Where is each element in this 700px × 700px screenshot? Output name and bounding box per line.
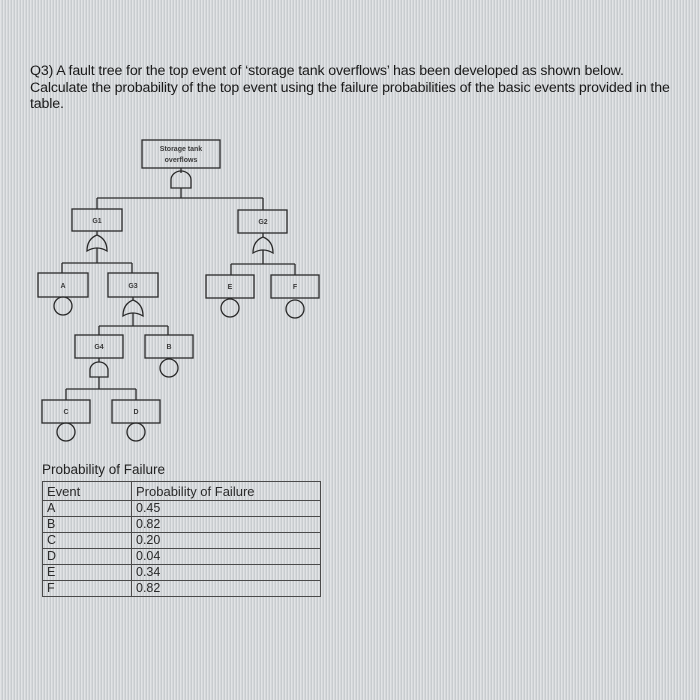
probability-cell: 0.82 (131, 516, 321, 533)
gate-node-g3: G3 (107, 272, 159, 326)
gate-node-g1: G1 (71, 208, 123, 263)
e-label: E (228, 284, 233, 291)
g4-label: G4 (94, 344, 103, 351)
g1-label: G1 (92, 218, 101, 225)
table-header-row: Event Probability of Failure (42, 481, 321, 501)
basic-event-b: B (144, 334, 194, 378)
basic-event-c: C (41, 399, 91, 442)
event-cell: F (42, 580, 132, 597)
basic-event-e: E (205, 274, 255, 318)
f-box (270, 274, 320, 299)
question-text: Q3) A fault tree for the top event of ‘s… (30, 63, 670, 112)
and-gate-icon (170, 170, 192, 189)
top-event-label-line2: overflows (165, 157, 198, 164)
event-cell: E (42, 564, 132, 581)
g2-label: G2 (258, 219, 267, 226)
basic-event-circle-icon (53, 296, 73, 316)
probability-cell: 0.34 (131, 564, 321, 581)
basic-event-circle-icon (56, 422, 76, 442)
basic-event-f: F (270, 274, 320, 319)
probability-cell: 0.20 (131, 532, 321, 549)
table-row: F 0.82 (42, 580, 321, 597)
table-row: A 0.45 (42, 500, 321, 517)
b-label: B (166, 344, 171, 351)
gate-node-g4: G4 (74, 334, 124, 389)
table-row: B 0.82 (42, 516, 321, 533)
basic-event-circle-icon (126, 422, 146, 442)
e-box (205, 274, 255, 299)
table-title: Probability of Failure (42, 462, 166, 477)
c-label: C (63, 409, 68, 416)
probability-cell: 0.04 (131, 548, 321, 565)
basic-event-d: D (111, 399, 161, 442)
basic-event-a: A (37, 272, 89, 316)
header-probability: Probability of Failure (131, 481, 321, 501)
question-text-block: Q3) A fault tree for the top event of ‘s… (30, 63, 680, 113)
b-box (144, 334, 194, 359)
g3-label: G3 (128, 283, 137, 290)
basic-event-circle-icon (285, 299, 305, 319)
event-cell: B (42, 516, 132, 533)
top-event-node: Storage tank overflows (141, 139, 221, 198)
basic-event-circle-icon (220, 298, 240, 318)
header-event: Event (42, 481, 132, 501)
table-row: E 0.34 (42, 564, 321, 581)
basic-event-circle-icon (159, 358, 179, 378)
f-label: F (293, 284, 298, 291)
probability-cell: 0.82 (131, 580, 321, 597)
event-cell: A (42, 500, 132, 517)
gate-node-g2: G2 (237, 209, 288, 264)
table-row: C 0.20 (42, 532, 321, 549)
d-label: D (133, 409, 138, 416)
probability-table: Event Probability of Failure A 0.45 B 0.… (42, 481, 321, 597)
event-cell: D (42, 548, 132, 565)
table-row: D 0.04 (42, 548, 321, 565)
and-gate-icon (89, 361, 109, 378)
probability-cell: 0.45 (131, 500, 321, 517)
a-label: A (60, 283, 65, 290)
event-cell: C (42, 532, 132, 549)
top-event-label-line1: Storage tank (160, 146, 203, 153)
